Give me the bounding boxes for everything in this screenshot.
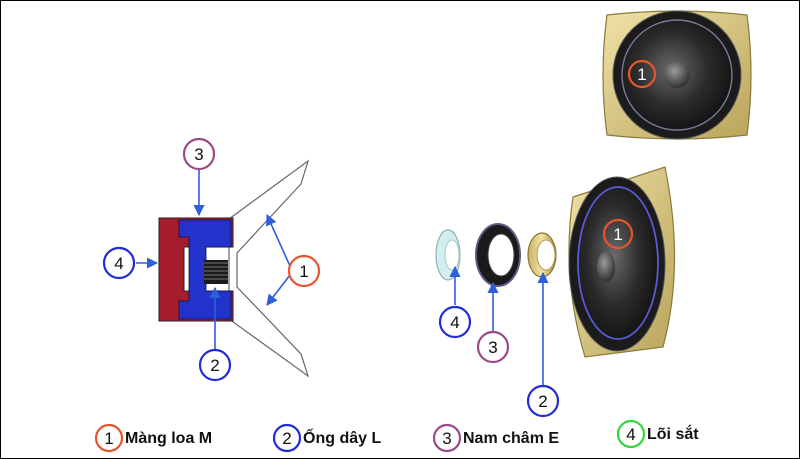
callout-circle: [287, 254, 321, 288]
callout-circle: [182, 137, 216, 171]
schematic-section: 3 4 2 1: [102, 137, 321, 382]
speaker-exploded-view: 4 3 2 1: [435, 166, 676, 418]
callout-coil: 2: [198, 348, 232, 382]
callout-number: 4: [114, 254, 123, 273]
legend-item-membrane: 1 Màng loa M: [94, 423, 212, 453]
legend-circle: [94, 423, 124, 453]
legend-circle: [616, 419, 646, 449]
callout-magnet: 3: [182, 137, 216, 171]
legend-label: Lõi sắt: [647, 424, 699, 443]
callout-circle: [476, 330, 510, 364]
legend-number: 2: [282, 429, 291, 448]
callout-exploded-coil: 2: [526, 384, 560, 418]
speaker-front-view: 1: [602, 10, 752, 140]
callout-exploded-cone: 1: [602, 218, 634, 250]
legend: 1 Màng loa M 2 Ống dây L 3 Nam châm E 4 …: [94, 419, 699, 453]
legend-item-coil: 2 Ống dây L: [272, 423, 381, 453]
arrow-membrane-bottom: [266, 274, 291, 306]
exploded-core: [435, 229, 461, 281]
legend-item-magnet: 3 Nam châm E: [432, 423, 559, 453]
callout-core: 4: [102, 246, 136, 280]
callout-number: 1: [299, 262, 308, 281]
exploded-magnet: [475, 223, 521, 287]
callout-circle: [198, 348, 232, 382]
legend-label: Ống dây L: [303, 427, 381, 447]
callout-number: 1: [637, 65, 646, 84]
speaker-dome: [664, 62, 690, 88]
legend-circle: [272, 423, 302, 453]
callout-number: 1: [613, 225, 622, 244]
legend-label: Màng loa M: [125, 430, 212, 447]
callout-number: 3: [194, 145, 203, 164]
callout-circle: [438, 305, 472, 339]
callout-membrane: 1: [287, 254, 321, 288]
callout-front-cone: 1: [627, 59, 657, 89]
arrow-membrane-top: [266, 213, 291, 267]
callout-exploded-magnet: 3: [476, 330, 510, 364]
cone-membrane-shape: [228, 159, 310, 378]
callout-number: 2: [210, 356, 219, 375]
callout-circle: [102, 246, 136, 280]
legend-number: 3: [442, 429, 451, 448]
callout-number: 4: [450, 313, 459, 332]
legend-circle: [432, 423, 462, 453]
exploded-coil: [527, 232, 557, 278]
exploded-speaker-dome: [597, 252, 615, 282]
exploded-speaker: [568, 166, 676, 358]
callout-circle: [602, 218, 634, 250]
legend-label: Nam châm E: [463, 430, 559, 447]
callout-number: 3: [488, 338, 497, 357]
callout-circle: [526, 384, 560, 418]
callout-number: 2: [538, 392, 547, 411]
callout-circle: [627, 59, 657, 89]
callout-exploded-core: 4: [438, 305, 472, 339]
legend-number: 1: [104, 429, 113, 448]
voice-coil-shape: [204, 260, 228, 284]
exploded-speaker-cone: [577, 186, 659, 340]
legend-number: 4: [626, 425, 635, 444]
legend-item-core: 4 Lõi sắt: [616, 419, 699, 449]
